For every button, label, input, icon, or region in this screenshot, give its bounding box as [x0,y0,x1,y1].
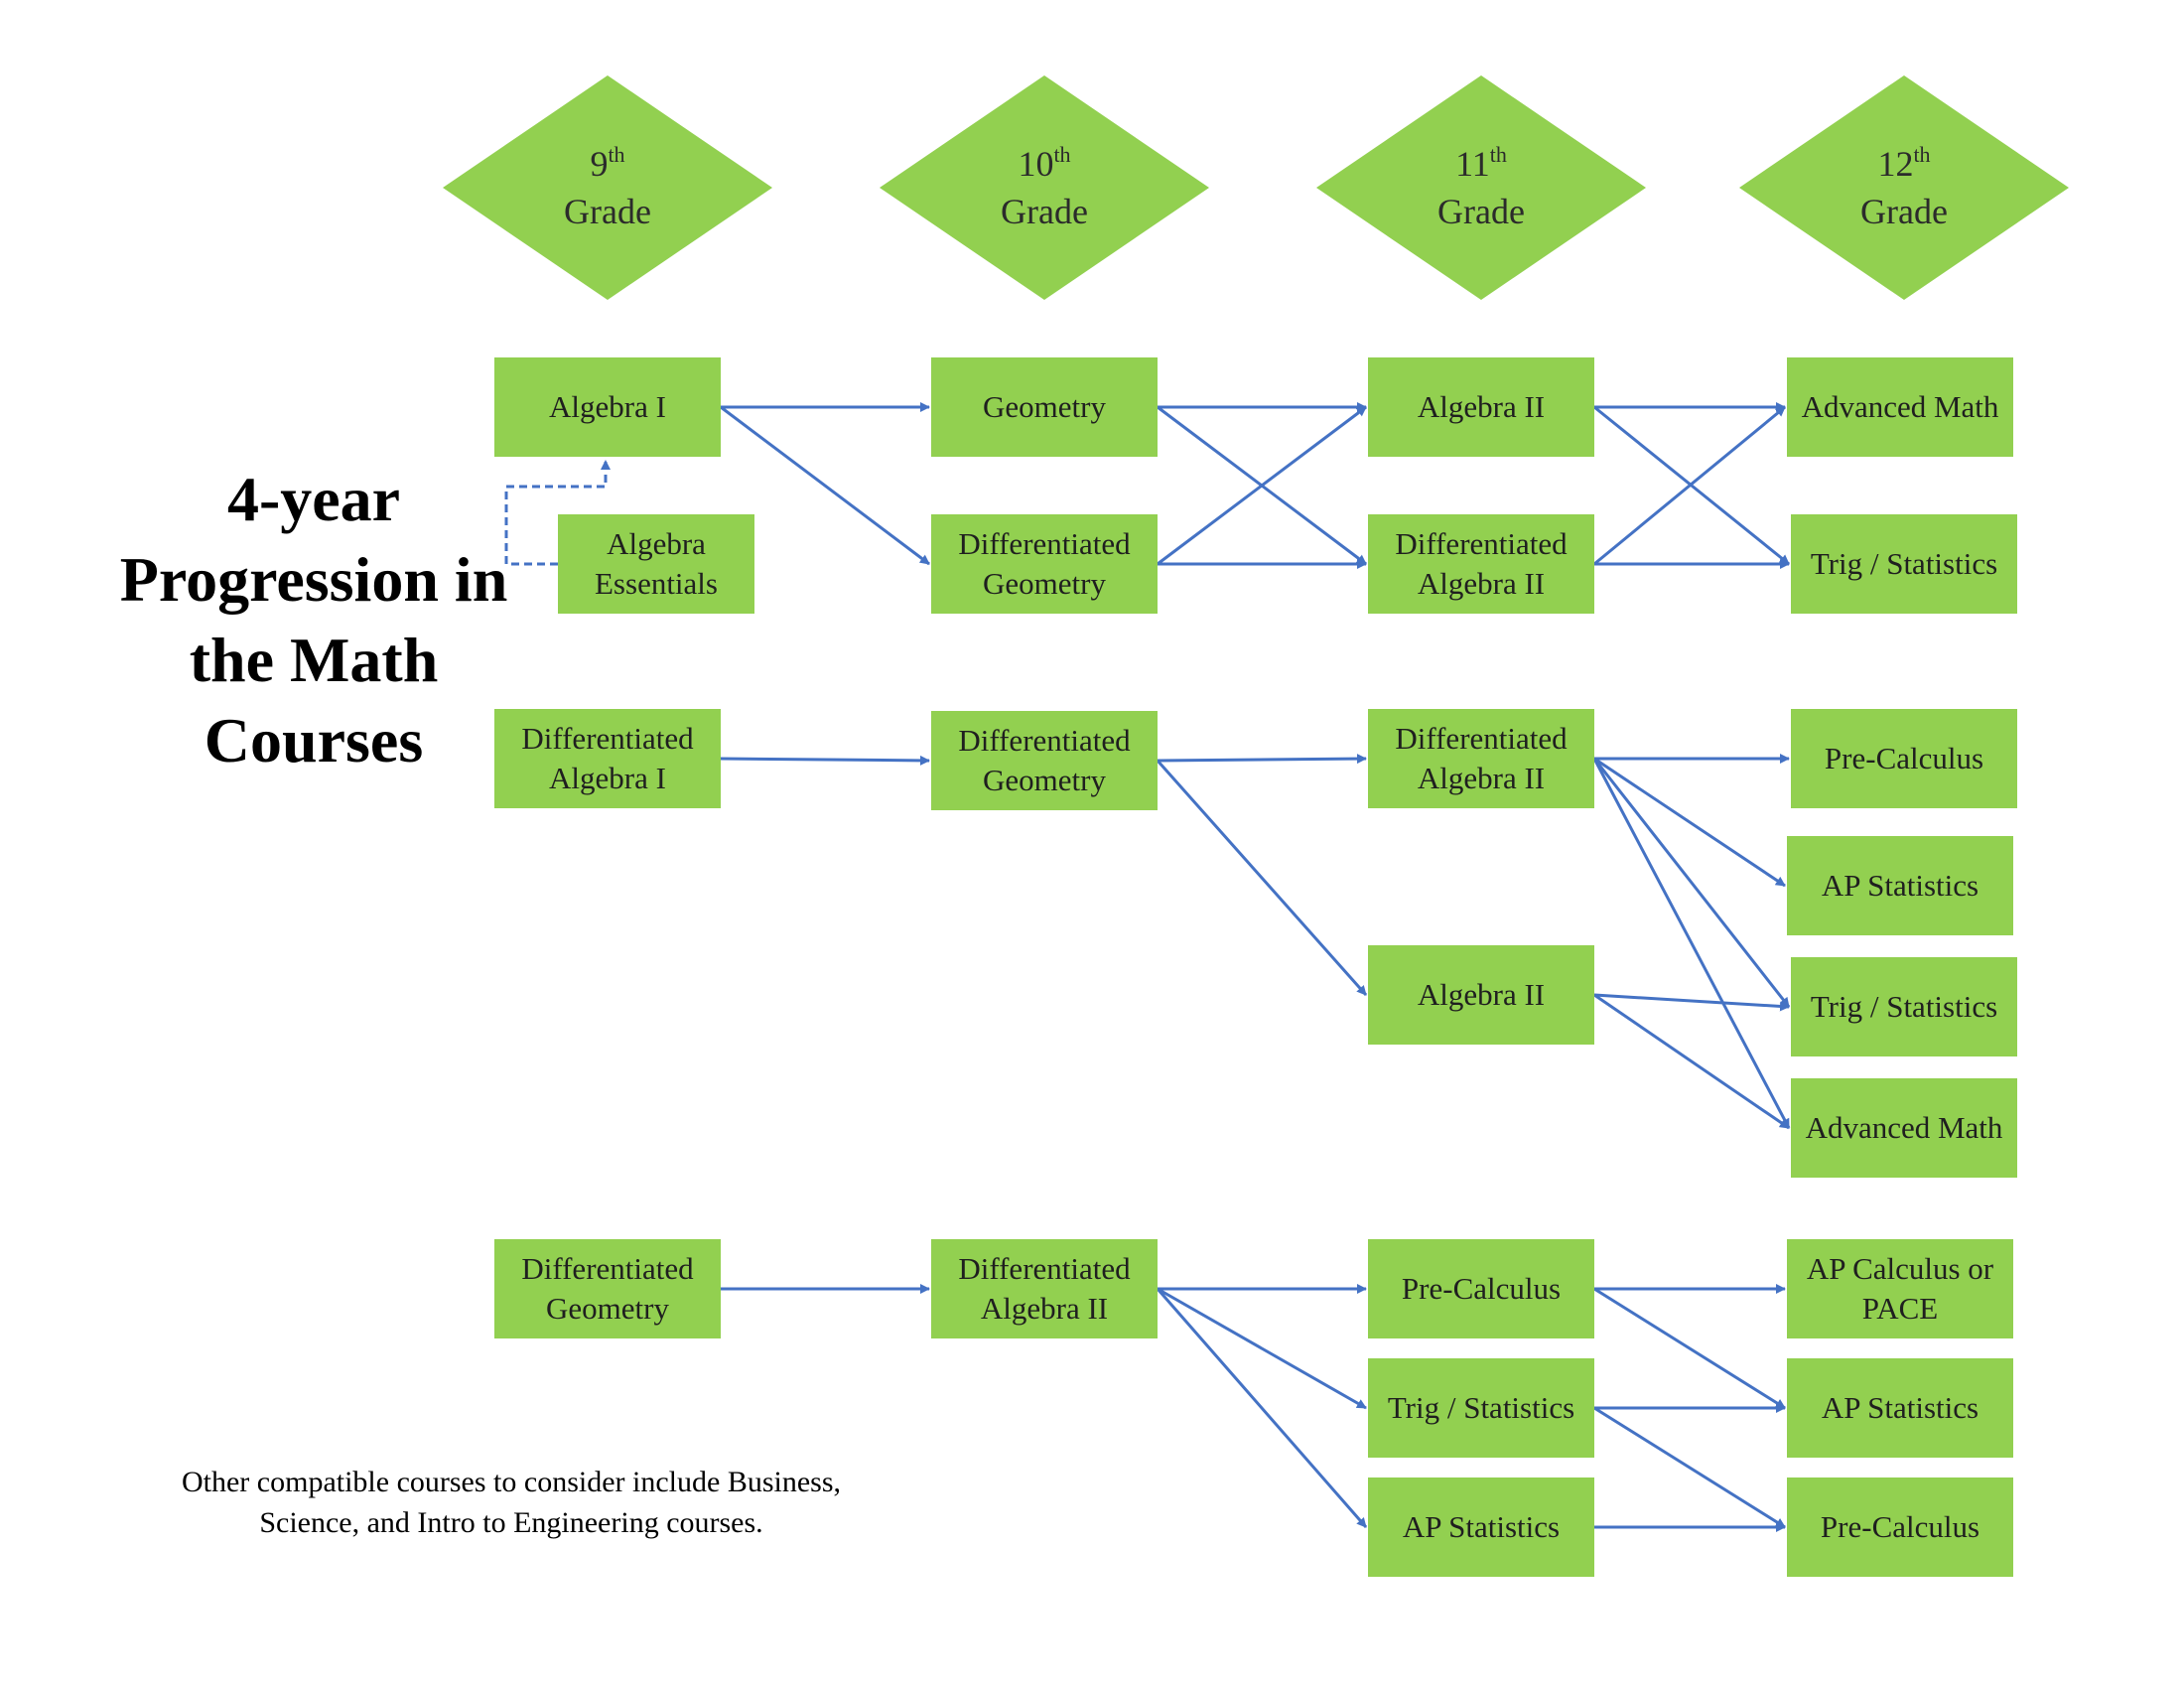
connector-arrow [1593,993,1790,1130]
course-box-pre-calculus: Pre-Calculus [1791,709,2017,808]
course-box-ap-statistics: AP Statistics [1368,1477,1594,1577]
course-box-differentiated-algebra-2: Differentiated Algebra II [1368,514,1594,614]
grade-9-number: 9th [590,142,625,185]
course-box-differentiated-geometry: Differentiated Geometry [931,514,1158,614]
grade-12-number: 12th [1877,142,1931,185]
course-box-algebra-2: Algebra II [1368,357,1594,457]
course-box-ap-statistics: AP Statistics [1787,1358,2013,1458]
course-box-differentiated-algebra-1: Differentiated Algebra I [494,709,721,808]
grade-12-label: Grade [1860,192,1948,231]
optional-connector-arrow [504,460,611,566]
connector-arrow [720,755,930,766]
grade-9-label: Grade [564,192,651,231]
grade-10-label: Grade [1001,192,1088,231]
grade-11-label: Grade [1437,192,1525,231]
connector-arrow [1593,1287,1786,1410]
footnote: Other compatible courses to consider inc… [181,1466,841,1539]
diamond-shape [1739,75,2069,300]
diagram-title: 4-year Progression in the Math Courses [119,464,508,775]
course-box-ap-statistics: AP Statistics [1787,836,2013,935]
course-box-trig-statistics: Trig / Statistics [1791,514,2017,614]
connector-arrow [1593,1406,1786,1529]
course-box-algebra-1: Algebra I [494,357,721,457]
diamond-shape [1316,75,1646,300]
grade-11-header: 11th Grade [1316,75,1646,300]
connector-arrow [1593,757,1786,888]
connector-arrow [1157,754,1367,765]
course-box-advanced-math: Advanced Math [1787,357,2013,457]
course-box-ap-calculus-or-pace: AP Calculus or PACE [1787,1239,2013,1338]
connector-arrow [1157,405,1367,566]
connector-arrow [1592,758,1791,1008]
diamond-shape [880,75,1209,300]
course-box-pre-calculus: Pre-Calculus [1787,1477,2013,1577]
course-box-trig-statistics: Trig / Statistics [1368,1358,1594,1458]
course-box-geometry: Geometry [931,357,1158,457]
course-box-trig-statistics: Trig / Statistics [1791,957,2017,1056]
connector-arrow [1593,405,1786,566]
connector-arrow [1593,993,1790,1012]
course-box-algebra-2: Algebra II [1368,945,1594,1045]
grade-10-number: 10th [1018,142,1071,185]
connector-arrow [1592,758,1791,1129]
course-box-differentiated-algebra-2: Differentiated Algebra II [1368,709,1594,808]
connector-arrow [1156,760,1368,996]
grade-10-header: 10th Grade [880,75,1209,300]
course-box-advanced-math: Advanced Math [1791,1078,2017,1178]
course-box-algebra-essentials: Algebra Essentials [558,514,754,614]
connector-arrow [1156,1288,1368,1528]
connector-arrow [1157,1287,1367,1410]
grade-12-header: 12th Grade [1739,75,2069,300]
diamond-shape [443,75,772,300]
connector-arrow [720,405,930,566]
course-box-differentiated-algebra-2: Differentiated Algebra II [931,1239,1158,1338]
course-box-differentiated-geometry: Differentiated Geometry [931,711,1158,810]
course-box-pre-calculus: Pre-Calculus [1368,1239,1594,1338]
grade-11-number: 11th [1455,142,1507,185]
grade-9-header: 9th Grade [443,75,772,300]
course-box-differentiated-geometry: Differentiated Geometry [494,1239,721,1338]
